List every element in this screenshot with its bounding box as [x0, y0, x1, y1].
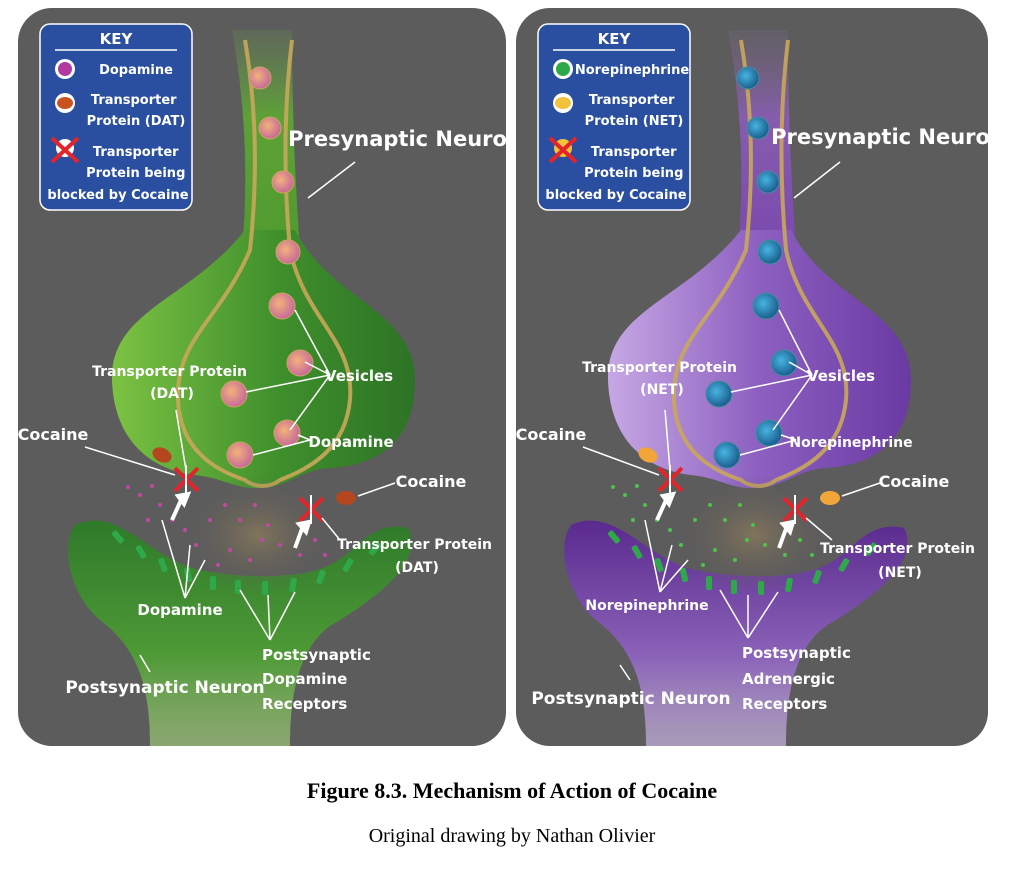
key-item-blocked: Transporter Protein being blocked by Coc… — [47, 145, 189, 203]
reuptake-arrows — [170, 491, 312, 549]
key-item-dopamine: Dopamine — [99, 63, 173, 78]
key-item-transporter: Transporter Protein (DAT) — [87, 93, 186, 129]
net-transporter — [820, 491, 840, 505]
presynaptic-terminal — [111, 230, 415, 489]
leader-lines — [582, 161, 881, 681]
blocked-transporter-right — [298, 495, 325, 524]
transporter-label-right: Transporter Protein (NET) — [820, 541, 980, 581]
synaptic-cleft — [178, 475, 338, 595]
postsynaptic-label: Postsynaptic Neuron — [531, 689, 730, 709]
transporter-label-left: Transporter Protein (NET) — [582, 360, 742, 398]
norepinephrine-molecules — [611, 484, 814, 567]
postsynaptic-receptors — [112, 530, 381, 595]
figure-title: Figure 8.3. Mechanism of Action of Cocai… — [306, 778, 718, 803]
norepinephrine-vesicle-label: Norepinephrine — [789, 435, 912, 451]
reuptake-arrows — [655, 491, 796, 549]
dopamine-vesicle-label: Dopamine — [308, 433, 393, 451]
blocked-key-icon — [548, 136, 578, 164]
norepinephrine-cleft-label: Norepinephrine — [585, 598, 708, 614]
dat-transporter — [152, 447, 172, 463]
presynaptic-label: Presynaptic Neuron — [771, 125, 1005, 149]
key-legend: KEY Dopamine Transporter Protein (DAT) T… — [39, 23, 193, 211]
vesicles — [220, 66, 314, 469]
blocked-transporter-right — [782, 495, 809, 524]
receptors-label: Postsynaptic Adrenergic Receptors — [742, 644, 856, 713]
postsynaptic-receptors — [608, 530, 877, 595]
key-item-blocked: Transporter Protein being blocked by Coc… — [545, 145, 687, 203]
key-title: KEY — [100, 30, 134, 48]
transporter-label-right: Transporter Protein (DAT) — [337, 537, 497, 576]
presynaptic-terminal — [607, 230, 911, 489]
vesicles-label: Vesicles — [325, 367, 393, 385]
cocaine-label-right: Cocaine — [879, 472, 950, 491]
dopamine-cleft-label: Dopamine — [137, 601, 222, 619]
key-legend: KEY Norepinephrine Transporter Protein (… — [537, 23, 691, 211]
key-item-norepinephrine: Norepinephrine — [575, 63, 690, 78]
postsynaptic-neuron — [564, 520, 908, 746]
net-transporter — [638, 447, 658, 463]
transporter-label-left: Transporter Protein (DAT) — [92, 364, 252, 402]
vesicles — [705, 66, 798, 469]
dopamine-panel: KEY Dopamine Transporter Protein (DAT) T… — [18, 8, 522, 746]
postsynaptic-label: Postsynaptic Neuron — [65, 678, 264, 698]
dat-transporter — [336, 491, 356, 505]
cocaine-label-right: Cocaine — [396, 472, 467, 491]
blocked-key-icon — [50, 136, 80, 164]
cocaine-label-left: Cocaine — [516, 425, 587, 444]
key-title: KEY — [598, 30, 632, 48]
postsynaptic-neuron — [68, 520, 412, 746]
synaptic-cleft — [674, 475, 834, 595]
norepinephrine-panel: KEY Norepinephrine Transporter Protein (… — [516, 8, 1005, 746]
presynaptic-label: Presynaptic Neuron — [288, 127, 522, 151]
key-item-transporter: Transporter Protein (NET) — [585, 93, 684, 129]
receptors-label: Postsynaptic Dopamine Receptors — [262, 646, 376, 713]
figure-credit: Original drawing by Nathan Olivier — [368, 825, 656, 847]
cocaine-label-left: Cocaine — [18, 425, 89, 444]
vesicles-label: Vesicles — [807, 367, 875, 385]
presynaptic-axon — [232, 30, 300, 250]
leader-lines — [84, 161, 396, 673]
